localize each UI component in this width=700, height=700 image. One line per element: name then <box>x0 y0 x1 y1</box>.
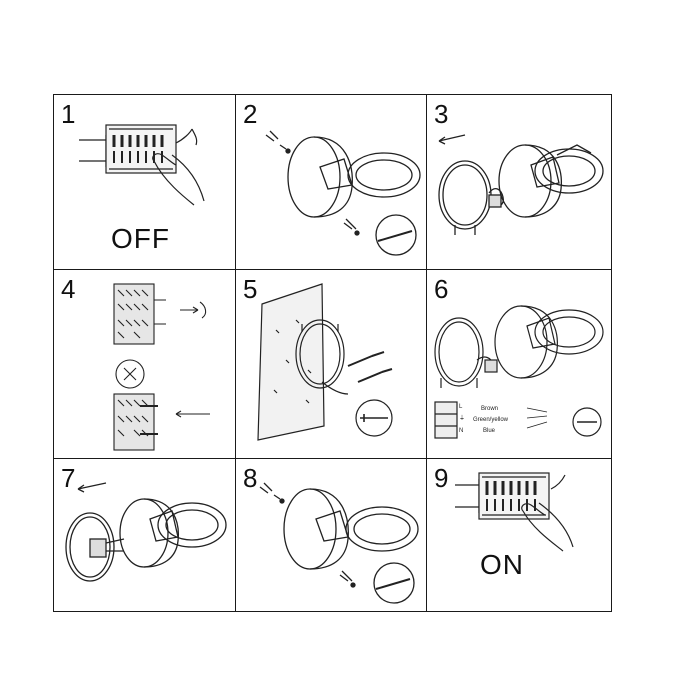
step-number-4: 4 <box>61 274 76 304</box>
detach-lamp-body-illustration <box>438 134 604 235</box>
instruction-grid: 1 OFF 2 <box>53 94 612 612</box>
breaker-switch-on-illustration <box>455 472 574 552</box>
step-panel-7: 7 <box>53 458 236 612</box>
wire-color-green-yellow: Green/yellow <box>473 417 509 423</box>
step-panel-6: L ⏚ N Brown Green/yellow Blue 6 <box>426 269 612 459</box>
step-panel-8: 8 <box>235 458 427 612</box>
tighten-screws-illustration <box>259 482 419 604</box>
step-number-1: 1 <box>61 99 76 129</box>
step-panel-4: 4 <box>53 269 236 459</box>
step-panel-9: 9 ON <box>426 458 612 612</box>
step-number-7: 7 <box>61 463 76 493</box>
reattach-lamp-body-illustration <box>65 482 227 582</box>
step-number-2: 2 <box>243 99 258 129</box>
wire-labels: L ⏚ N Brown Green/yellow Blue <box>459 404 509 434</box>
step-number-5: 5 <box>243 274 258 304</box>
remove-screws-illustration <box>265 130 421 256</box>
wire-label-n: N <box>459 428 463 434</box>
step-panel-1: 1 OFF <box>53 94 236 270</box>
step-number-3: 3 <box>434 99 449 129</box>
wire-color-brown: Brown <box>481 406 498 412</box>
step-number-6: 6 <box>434 274 449 304</box>
step-panel-5: 5 <box>235 269 427 459</box>
caption-off: OFF <box>111 223 170 254</box>
mount-bracket-on-wall-illustration <box>257 283 393 441</box>
wire-label-l: L <box>459 404 463 410</box>
caption-on: ON <box>480 549 524 580</box>
breaker-switch-off-illustration <box>79 124 205 206</box>
wire-color-blue: Blue <box>483 428 496 434</box>
connect-wires-illustration: L ⏚ N Brown Green/yellow Blue <box>434 305 604 439</box>
step-number-9: 9 <box>434 463 449 493</box>
step-panel-2: 2 <box>235 94 427 270</box>
step-panel-3: 3 <box>426 94 612 270</box>
wire-connector-detail-illustration <box>113 283 210 451</box>
step-number-8: 8 <box>243 463 258 493</box>
wire-label-earth: ⏚ <box>459 415 465 422</box>
